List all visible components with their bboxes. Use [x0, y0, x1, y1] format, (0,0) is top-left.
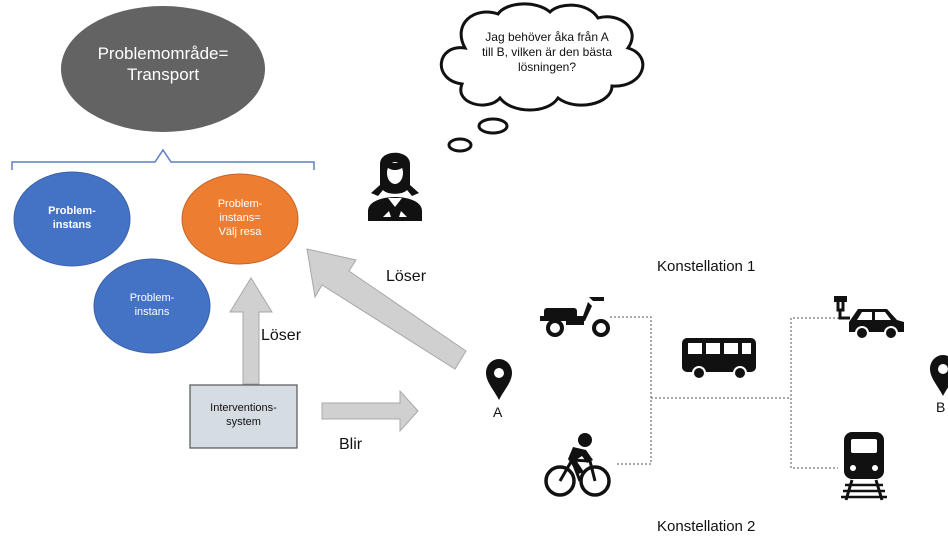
point-a-label: A	[493, 404, 503, 420]
problem-area-label: Problemområde= Transport	[83, 43, 243, 86]
bracket	[11, 148, 315, 170]
location-pin-icon-end	[930, 355, 948, 396]
solves-diagonal-arrow	[306, 248, 467, 370]
instance-label-3: Problem- instans	[112, 292, 192, 320]
intervention-system-box	[189, 384, 298, 449]
solves-up-arrow	[229, 277, 273, 385]
thought-bubble	[439, 2, 645, 153]
instance-2-line2: instans=	[219, 211, 261, 224]
instance-3-line2: instans	[134, 305, 170, 318]
problem-area-line2: Transport	[126, 65, 200, 85]
instance-2-line1: Problem-	[217, 198, 263, 210]
instance-ellipse-3	[93, 258, 211, 354]
thought-line1: Jag behöver åka från A	[485, 30, 609, 44]
intervention-system-label: Interventions- system	[190, 402, 297, 430]
instance-1-line2: instans	[52, 218, 92, 231]
train-icon	[841, 432, 887, 501]
instance-2-line3: Välj resa	[218, 225, 262, 238]
electric-car-icon	[834, 296, 904, 340]
bicycle-icon	[544, 433, 611, 497]
problem-area-line1: Problemområde=	[97, 44, 229, 63]
instance-ellipse-2	[181, 173, 299, 265]
instance-1-line1: Problem-	[48, 205, 96, 217]
point-b-label: B	[936, 399, 946, 415]
solves-up-label: Löser	[261, 327, 302, 344]
becomes-arrow	[321, 389, 419, 433]
person-icon	[368, 152, 422, 221]
bus-icon	[682, 338, 756, 380]
constellation-1-label: Konstellation 1	[657, 258, 756, 275]
becomes-label: Blir	[339, 436, 363, 453]
solves-diagonal-label: Löser	[386, 268, 427, 285]
constellation-2-label: Konstellation 2	[657, 518, 756, 535]
route-lines	[610, 316, 839, 469]
problem-area-ellipse	[61, 6, 265, 132]
instance-label-1: Problem- instans	[32, 205, 112, 233]
instance-ellipse-1	[13, 171, 131, 267]
thought-line3: lösningen?	[517, 60, 577, 74]
thought-line2: till B, vilken är den bästa	[481, 45, 613, 59]
instance-label-2: Problem- instans= Välj resa	[195, 198, 285, 239]
intervention-line2: system	[226, 415, 261, 428]
instance-3-line1: Problem-	[129, 292, 175, 304]
location-pin-icon	[486, 359, 512, 400]
thought-bubble-text: Jag behöver åka från A till B, vilken är…	[472, 30, 622, 75]
intervention-line1: Interventions-	[210, 402, 277, 414]
scooter-icon	[540, 297, 610, 337]
